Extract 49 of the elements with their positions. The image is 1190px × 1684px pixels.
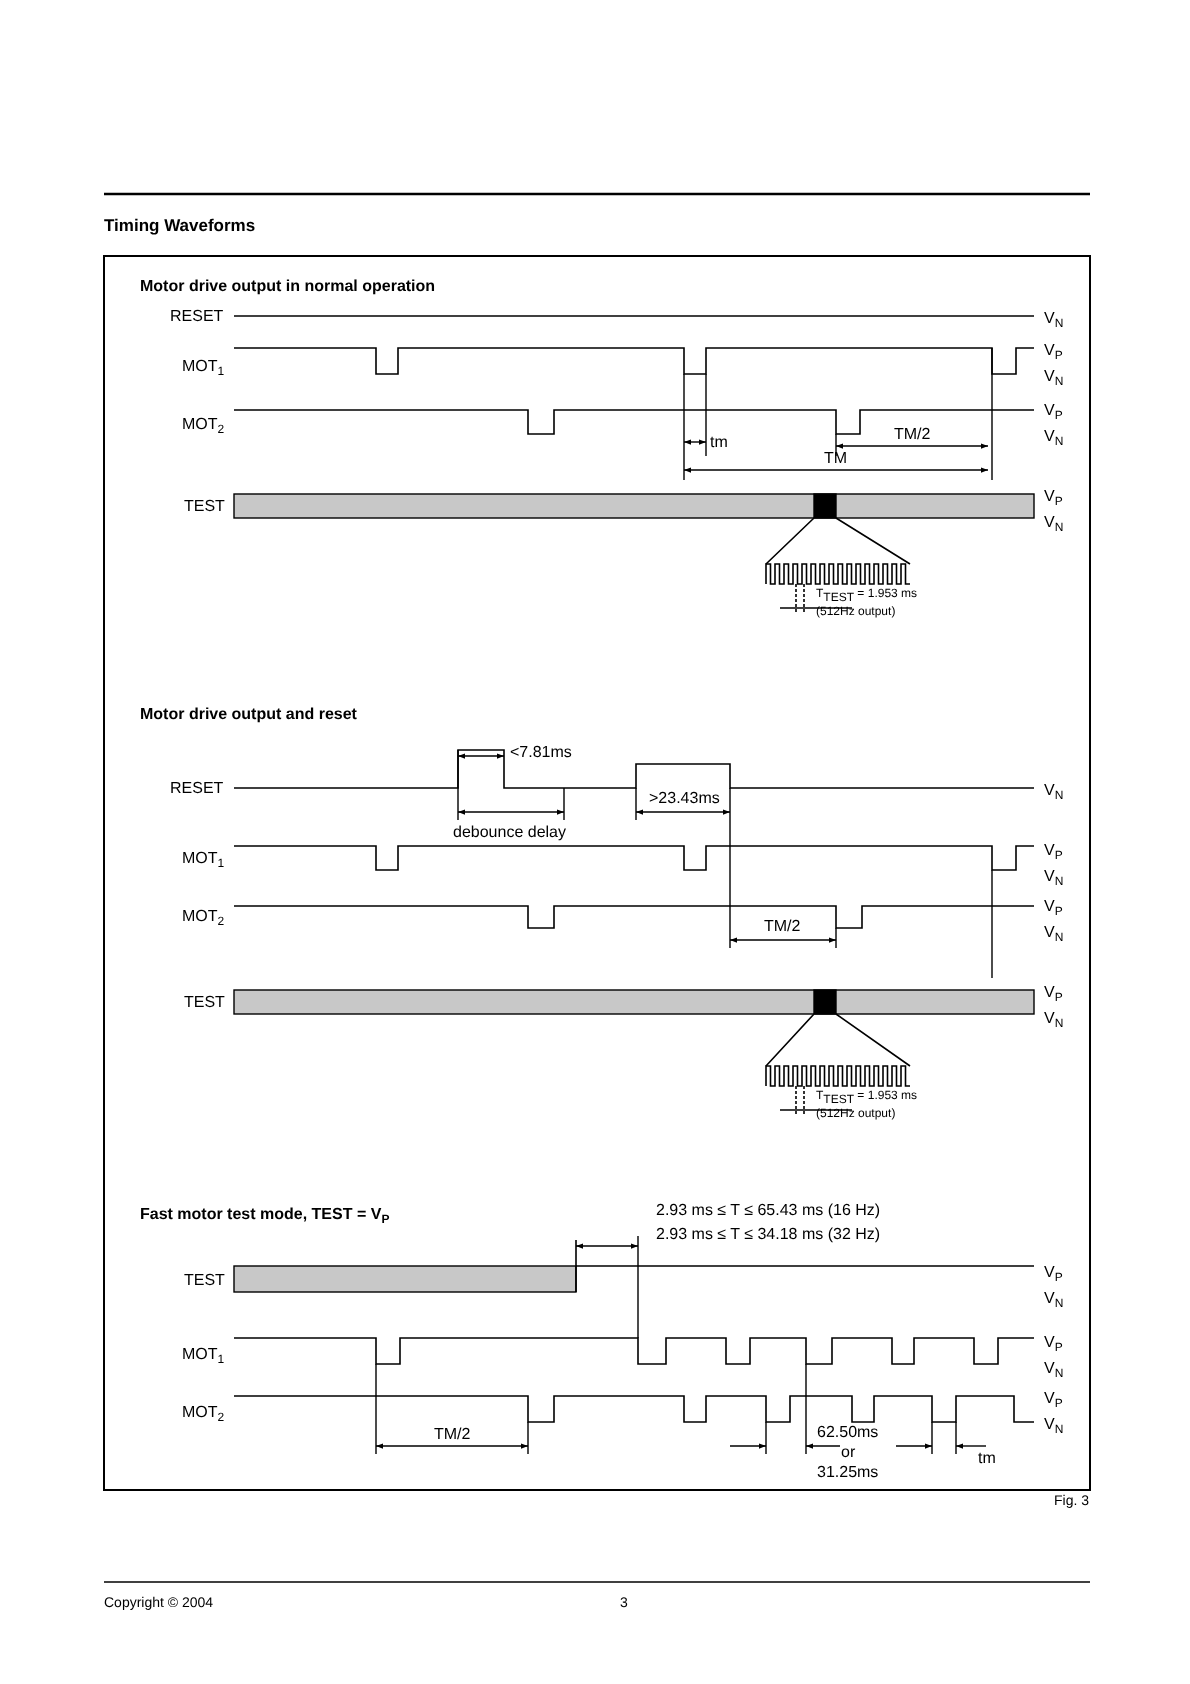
voltage-label: V$_{P}$	[1044, 401, 1063, 419]
section-heading: Motor drive output and reset	[140, 705, 357, 723]
timing-label: tm	[710, 433, 728, 451]
timing-label: <7.81ms	[510, 743, 572, 761]
signal-name: MOT$_{1}$	[182, 849, 225, 867]
voltage-label: V$_{N}$	[1044, 1359, 1064, 1377]
voltage-label: V$_{N}$	[1044, 867, 1064, 885]
voltage-label: V$_{N}$	[1044, 427, 1064, 445]
timing-label: 62.50ms	[817, 1423, 879, 1441]
signal-name: RESET	[170, 779, 224, 797]
voltage-label: V$_{P}$	[1044, 1333, 1063, 1351]
voltage-label: V$_{N}$	[1044, 781, 1064, 799]
voltage-label: V$_{N}$	[1044, 367, 1064, 385]
timing-label: 2.93 ms ≤ T ≤ 65.43 ms (16 Hz)	[656, 1201, 881, 1219]
voltage-label: V$_{P}$	[1044, 341, 1063, 359]
voltage-label: V$_{P}$	[1044, 983, 1063, 1001]
signal-name: MOT$_{2}$	[182, 1403, 225, 1421]
timing-label: TM/2	[764, 917, 801, 935]
page-title: Timing Waveforms	[104, 217, 256, 235]
signal-name: TEST	[184, 497, 225, 515]
section-heading: Fast motor test mode, TEST = V$_{P}$	[140, 1205, 390, 1223]
signal-name: MOT$_{2}$	[182, 415, 225, 433]
signal-name: RESET	[170, 307, 224, 325]
signal-name: MOT$_{2}$	[182, 907, 225, 925]
voltage-label: V$_{N}$	[1044, 1289, 1064, 1307]
signal-name: MOT$_{1}$	[182, 357, 225, 375]
timing-label: tm	[978, 1449, 996, 1467]
timing-label: 31.25ms	[817, 1463, 879, 1481]
timing-label: TM	[824, 449, 848, 467]
voltage-label: V$_{P}$	[1044, 841, 1063, 859]
voltage-label: V$_{N}$	[1044, 1415, 1064, 1433]
timing-label: 2.93 ms ≤ T ≤ 34.18 ms (32 Hz)	[656, 1225, 881, 1243]
signal-name: MOT$_{1}$	[182, 1345, 225, 1363]
voltage-label: V$_{P}$	[1044, 1389, 1063, 1407]
voltage-label: V$_{P}$	[1044, 897, 1063, 915]
signal-name: TEST	[184, 1271, 225, 1289]
voltage-label: V$_{N}$	[1044, 513, 1064, 531]
timing-label: or	[841, 1443, 856, 1461]
timing-label: debounce delay	[453, 823, 566, 841]
timing-label: >23.43ms	[649, 789, 720, 807]
signal-name: TEST	[184, 993, 225, 1011]
voltage-label: V$_{P}$	[1044, 487, 1063, 505]
voltage-label: V$_{N}$	[1044, 1009, 1064, 1027]
section-heading: Motor drive output in normal operation	[140, 277, 436, 295]
timing-label: TM/2	[894, 425, 931, 443]
timing-label: TM/2	[434, 1425, 471, 1443]
voltage-label: V$_{P}$	[1044, 1263, 1063, 1281]
voltage-label: V$_{N}$	[1044, 923, 1064, 941]
voltage-label: V$_{N}$	[1044, 309, 1064, 327]
